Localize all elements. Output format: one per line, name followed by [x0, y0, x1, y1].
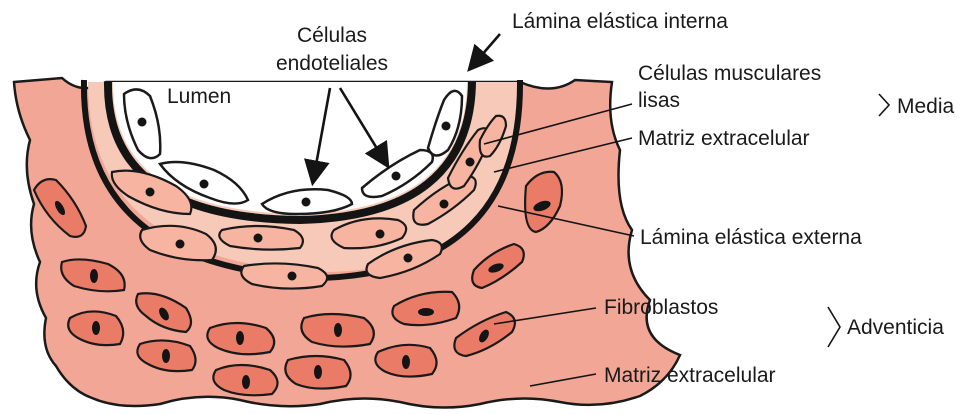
- nucleus: [404, 254, 413, 263]
- media-label: Media: [897, 95, 955, 118]
- internal-elastic-label: Lámina elástica interna: [512, 10, 728, 33]
- fibroblasts-label: Fibroblastos: [604, 296, 718, 319]
- endothelial-label-line1: Células: [297, 24, 367, 47]
- media-bracket: [879, 94, 889, 116]
- media-matrix-label: Matriz extracelular: [638, 127, 810, 150]
- nucleus: [402, 355, 410, 369]
- nucleus: [92, 321, 100, 335]
- brackets: [828, 94, 889, 347]
- nucleus: [254, 234, 263, 243]
- nucleus: [90, 269, 98, 283]
- smooth-muscle-cell: [241, 263, 327, 288]
- nucleus: [242, 375, 250, 389]
- nucleus: [314, 365, 322, 379]
- nucleus: [418, 308, 434, 316]
- smooth-muscle-label-line1: Células musculares: [638, 62, 821, 85]
- external-elastic-label: Lámina elástica externa: [640, 226, 862, 249]
- nucleus: [200, 180, 209, 189]
- nucleus: [440, 200, 449, 209]
- nucleus: [236, 331, 244, 345]
- nucleus: [302, 198, 311, 207]
- smooth-muscle-label-line2: lisas: [638, 89, 680, 112]
- endothelial-label-line2: endoteliales: [276, 52, 388, 75]
- nucleus: [288, 272, 297, 281]
- nucleus: [334, 323, 342, 337]
- nucleus: [442, 122, 451, 131]
- nucleus: [176, 240, 185, 249]
- nucleus: [138, 118, 147, 127]
- lumen-label: Lumen: [167, 85, 231, 108]
- adventicia-label: Adventicia: [847, 316, 944, 339]
- nucleus: [146, 188, 155, 197]
- adventitia-bracket: [828, 307, 840, 347]
- arrow-internal-elastic: [474, 34, 500, 64]
- adventitia-matrix-label: Matriz extracelular: [604, 364, 776, 387]
- nucleus: [392, 172, 401, 181]
- nucleus: [376, 230, 385, 239]
- nucleus: [162, 349, 170, 363]
- nucleus: [466, 158, 475, 167]
